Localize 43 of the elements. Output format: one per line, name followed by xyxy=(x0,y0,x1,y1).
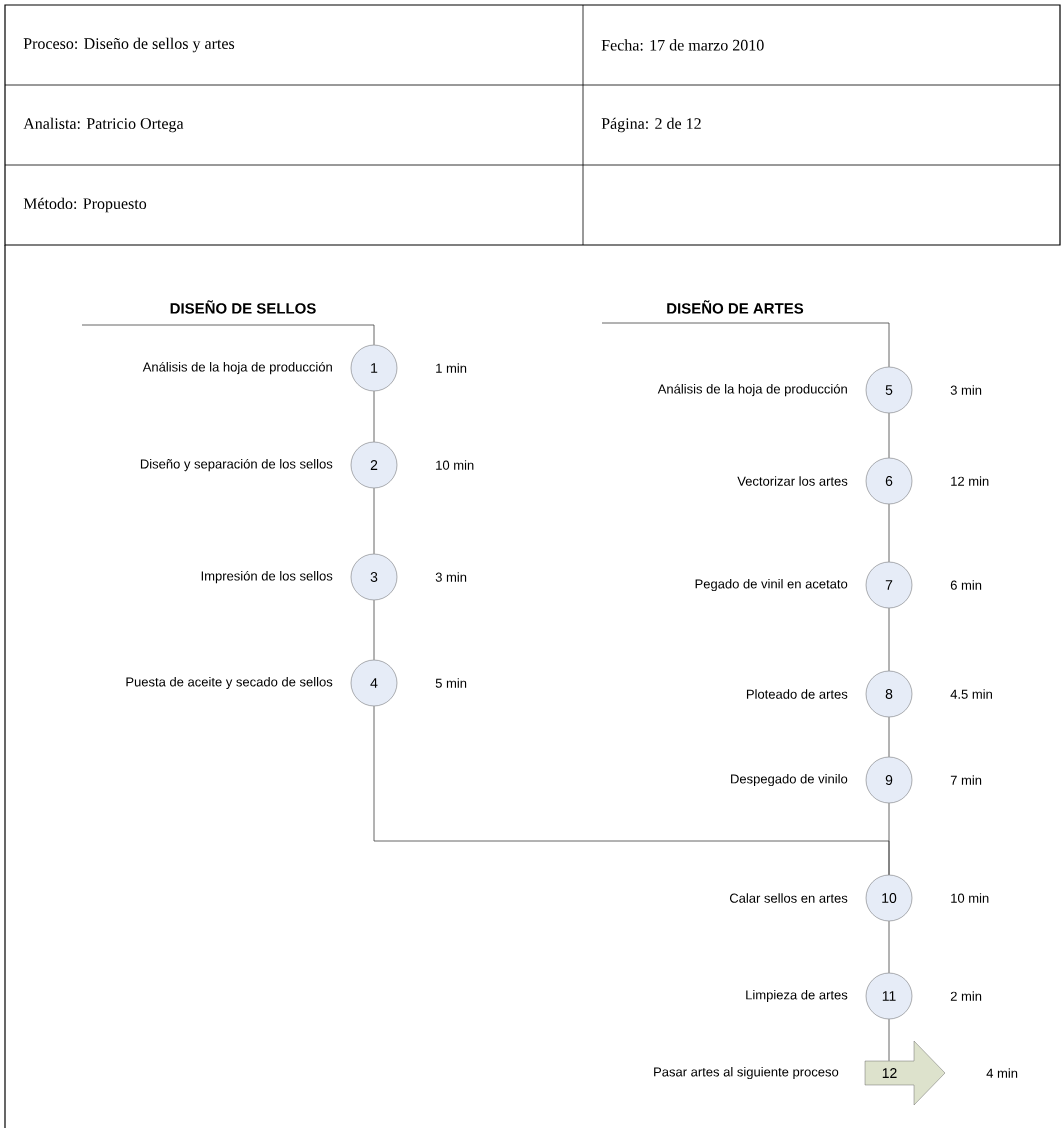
connector-line xyxy=(888,802,890,876)
duration-label: 1 min xyxy=(436,363,467,373)
section-heading: DISEÑO DE ARTES xyxy=(667,300,804,314)
step-description: Puesta de aceite y secado de sellos xyxy=(126,676,333,690)
connector-line xyxy=(888,503,890,563)
duration-label: 4 min xyxy=(986,1068,1018,1078)
cell-text: Analista: Patricio Ortega xyxy=(23,117,184,133)
step-description: Pegado de vinil en acetato xyxy=(695,578,848,592)
step-description: Diseño y separación de los sellos xyxy=(140,458,333,472)
connector-line xyxy=(373,599,375,661)
connector-line xyxy=(888,607,890,672)
step-description: Ploteado de artes xyxy=(746,689,848,699)
duration-label: 3 min xyxy=(950,385,982,395)
step-description: Análisis de la hoja de producción xyxy=(142,361,332,375)
duration-label: 10 min xyxy=(436,460,474,470)
step-description: Limpieza de artes xyxy=(746,989,848,1003)
cell-text: Fecha: 17 de marzo 2010 xyxy=(601,39,764,51)
duration-label: 6 min xyxy=(950,580,982,590)
duration-label: 3 min xyxy=(435,572,467,582)
step-description: Vectorizar los artes xyxy=(737,476,848,486)
duration-label: 12 min xyxy=(951,476,989,486)
step-description: Análisis de la hoja de producción xyxy=(657,383,847,397)
connector-line xyxy=(888,920,890,974)
step-description: Despegado de vinilo xyxy=(731,773,848,787)
step-description: Pasar artes al siguiente proceso xyxy=(654,1066,839,1080)
cell-text: Método: Propuesto xyxy=(23,197,147,213)
connector-line xyxy=(81,324,375,346)
cell-text: Página: 2 de 12 xyxy=(601,117,701,133)
step-description: Impresión de los sellos xyxy=(201,570,333,584)
connector-line xyxy=(373,487,375,555)
duration-label: 7 min xyxy=(950,775,982,785)
connector-line xyxy=(888,716,890,758)
connector-line xyxy=(601,322,890,368)
duration-label: 5 min xyxy=(435,678,467,688)
connector-line xyxy=(373,390,375,443)
duration-label: 2 min xyxy=(950,991,982,1001)
duration-label: 4.5 min xyxy=(950,689,992,699)
step-description: Calar sellos en artes xyxy=(729,893,848,903)
connector-line xyxy=(888,1018,890,1062)
cell-text: Proceso: Diseño de sellos y artes xyxy=(23,37,235,53)
duration-label: 10 min xyxy=(951,893,989,903)
connector-line xyxy=(888,412,890,459)
section-heading: DISEÑO DE SELLOS xyxy=(170,300,316,314)
